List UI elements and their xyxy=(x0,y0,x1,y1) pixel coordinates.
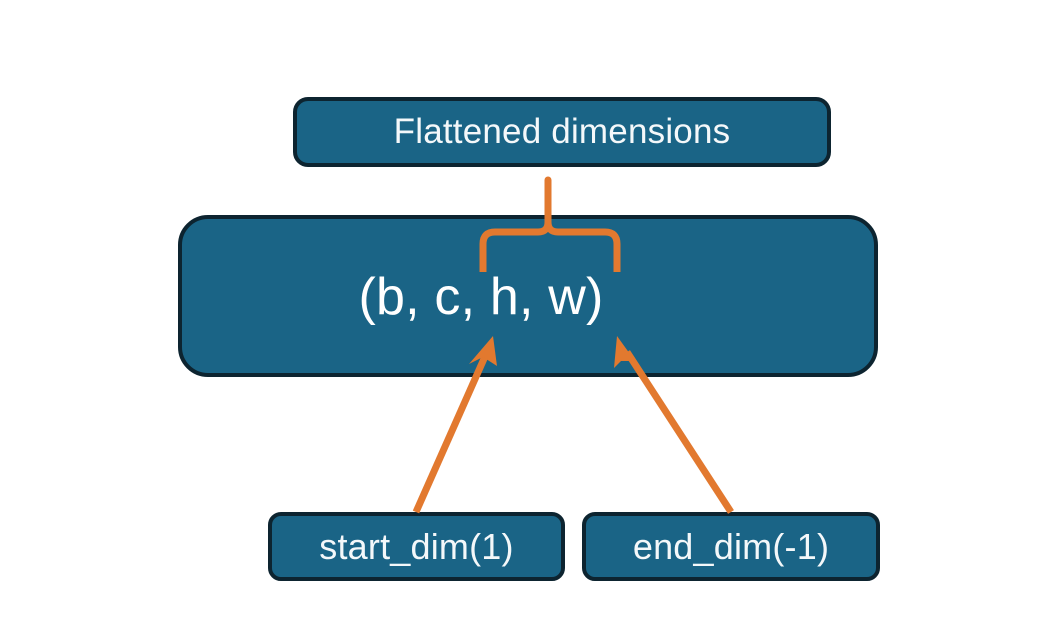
node-tensor-shape[interactable]: (b, c, h, w) xyxy=(178,215,878,377)
node-start-dim[interactable]: start_dim(1) xyxy=(268,512,565,581)
arrow-end-dim-to-shape xyxy=(614,336,734,514)
node-end-dim-label: end_dim(-1) xyxy=(632,525,830,567)
arrow-start-dim-head-icon xyxy=(469,336,497,366)
arrow-start-dim-shaft xyxy=(412,350,491,514)
brace-flattened-to-shape-icon xyxy=(479,176,621,272)
node-tensor-shape-label: (b, c, h, w) xyxy=(358,268,604,326)
node-flattened-dimensions-label: Flattened dimensions xyxy=(393,112,731,151)
node-start-dim-label: start_dim(1) xyxy=(319,525,514,567)
arrow-start-dim-to-shape xyxy=(412,336,497,514)
node-end-dim[interactable]: end_dim(-1) xyxy=(582,512,880,581)
arrow-end-dim-head-icon xyxy=(614,336,635,368)
node-flattened-dimensions[interactable]: Flattened dimensions xyxy=(293,97,831,167)
arrow-end-dim-shaft xyxy=(624,350,734,514)
